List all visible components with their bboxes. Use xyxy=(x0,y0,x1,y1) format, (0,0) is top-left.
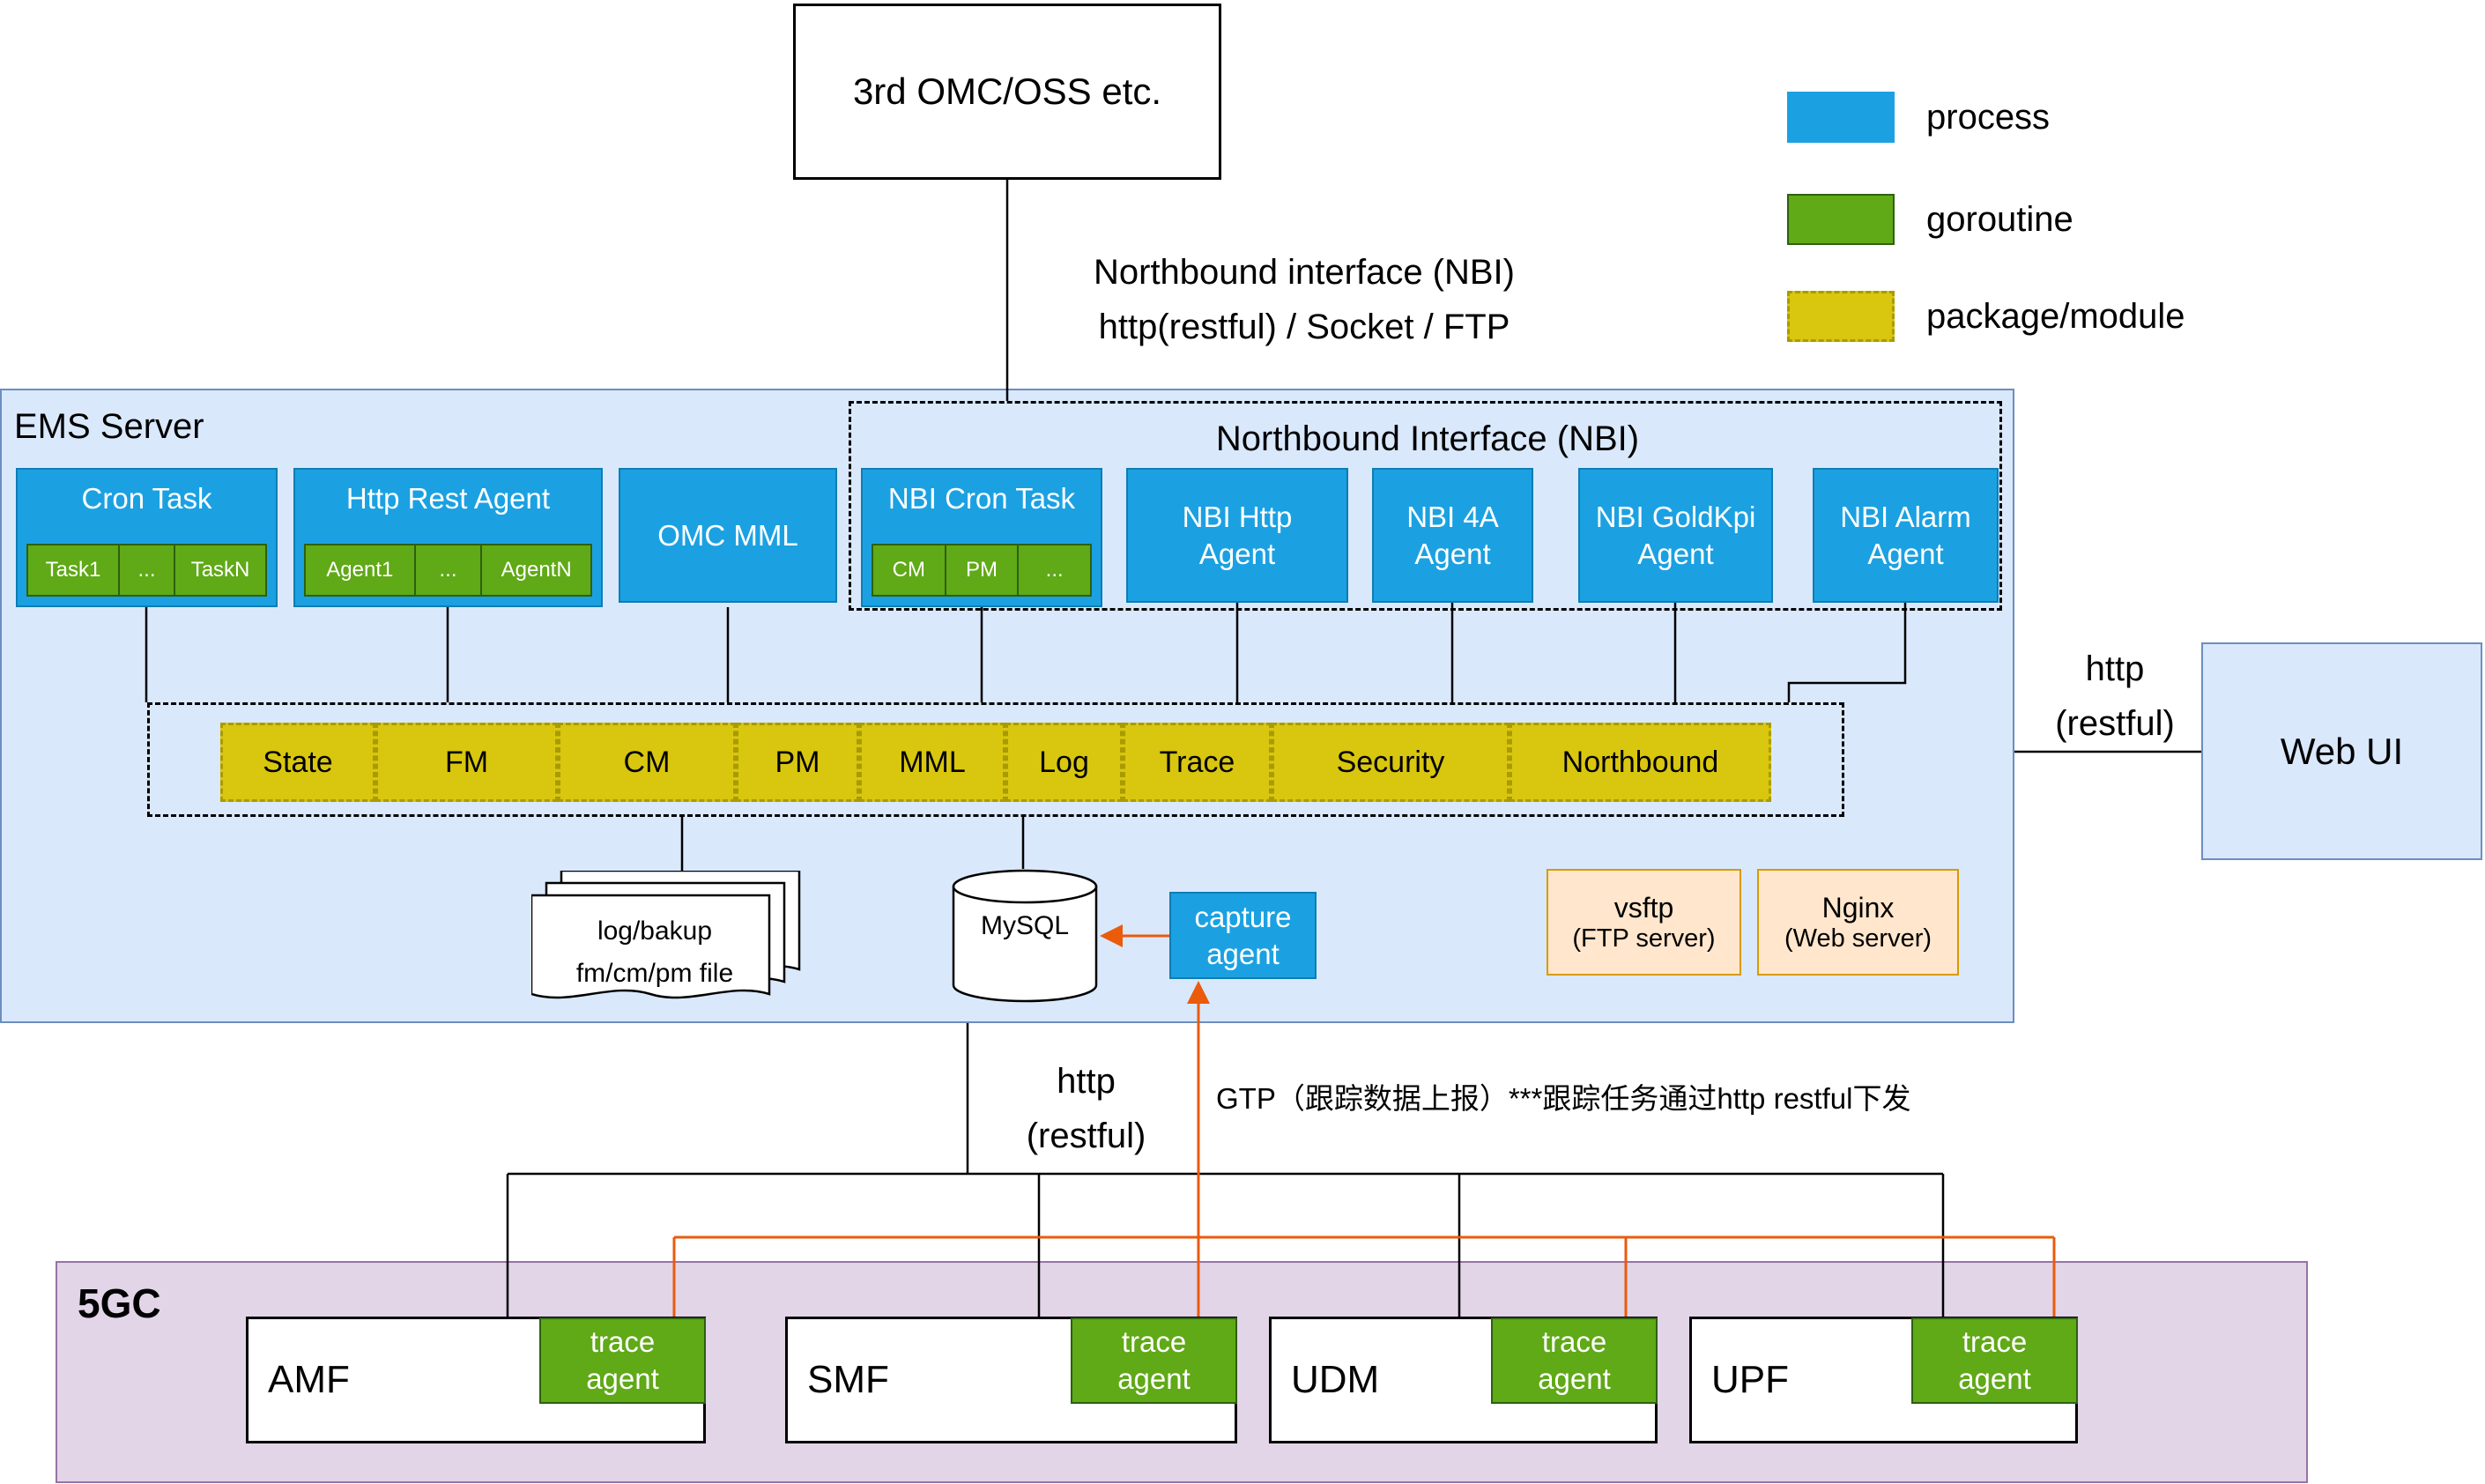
file-stack: log/bakup fm/cm/pm file xyxy=(530,869,809,1022)
upf-trace-agent-label: trace agent xyxy=(1958,1325,2031,1395)
nbi-goldkpi-agent-label: NBI GoldKpi Agent xyxy=(1595,500,1756,570)
http-rest-agent-box: Http Rest Agent Agent1 ... AgentN xyxy=(293,468,603,607)
mysql-database: MySQL xyxy=(952,869,1098,1003)
cron-task-title: Cron Task xyxy=(81,482,212,515)
amf-label: AMF xyxy=(268,1358,350,1401)
nginx-box: Nginx (Web server) xyxy=(1757,869,1959,976)
module-mml: MML xyxy=(859,723,1005,802)
vsftp-sublabel: (FTP server) xyxy=(1572,924,1716,953)
nbi-alarm-agent-box: NBI Alarm Agent xyxy=(1813,468,1999,603)
legend-package-swatch xyxy=(1787,291,1895,342)
nbi-http-agent-box: NBI Http Agent xyxy=(1126,468,1348,603)
nbi-cron-task-title: NBI Cron Task xyxy=(887,482,1076,515)
nginx-sublabel: (Web server) xyxy=(1784,924,1932,953)
nbi-4a-agent-label: NBI 4A Agent xyxy=(1406,500,1499,570)
nbi-http-agent-label: NBI Http Agent xyxy=(1182,500,1293,570)
goroutine-agent-ellipsis: ... xyxy=(413,544,483,597)
module-cm: CM xyxy=(558,723,736,802)
mysql-label: MySQL xyxy=(980,911,1070,940)
capture-agent-label: capture agent xyxy=(1194,900,1292,970)
module-fm: FM xyxy=(375,723,558,802)
module-security: Security xyxy=(1272,723,1510,802)
smf-trace-agent-label: trace agent xyxy=(1117,1325,1191,1395)
smf-label: SMF xyxy=(807,1358,889,1401)
nbi-cron-task-goroutines: CM PM ... xyxy=(872,544,1093,597)
legend-goroutine-swatch xyxy=(1787,194,1895,245)
goroutine-pm: PM xyxy=(944,544,1020,597)
http-right-line2: (restful) xyxy=(2055,704,2175,743)
udm-trace-agent-label: trace agent xyxy=(1538,1325,1611,1395)
http-right-line1: http xyxy=(2085,649,2145,688)
module-log: Log xyxy=(1005,723,1123,802)
amf-trace-agent-label: trace agent xyxy=(586,1325,659,1395)
arrowhead-to-mysql xyxy=(1100,924,1123,947)
goroutine-taskn: TaskN xyxy=(174,544,267,597)
upf-trace-agent-box: trace agent xyxy=(1911,1317,2078,1404)
arrowhead-to-capture-agent xyxy=(1187,981,1210,1004)
module-state: State xyxy=(220,723,375,802)
module-pm: PM xyxy=(736,723,859,802)
legend-process-label: process xyxy=(1926,98,2051,137)
trace-data-lines xyxy=(672,934,2056,1318)
nbi-group-box xyxy=(849,401,2002,611)
module-northbound: Northbound xyxy=(1510,723,1771,802)
cron-task-goroutines: Task1 ... TaskN xyxy=(26,544,267,597)
legend-goroutine-label: goroutine xyxy=(1926,200,2073,239)
udm-label: UDM xyxy=(1291,1358,1380,1401)
http-rest-agent-goroutines: Agent1 ... AgentN xyxy=(304,544,592,597)
goroutine-ellipsis: ... xyxy=(1017,544,1093,597)
nbi-link-annotation: Northbound interface (NBI) http(restful)… xyxy=(1013,245,1595,354)
nbi-cron-task-box: NBI Cron Task CM PM ... xyxy=(861,468,1102,607)
web-ui-label: Web UI xyxy=(2280,730,2404,772)
amf-trace-agent-box: trace agent xyxy=(539,1317,706,1404)
http-bottom-line2: (restful) xyxy=(1026,1117,1146,1155)
documents-icon xyxy=(530,869,801,999)
goroutine-agentn: AgentN xyxy=(480,544,592,597)
capture-agent-box: capture agent xyxy=(1169,892,1317,979)
nbi-alarm-agent-label: NBI Alarm Agent xyxy=(1840,500,1971,570)
vsftp-box: vsftp (FTP server) xyxy=(1547,869,1741,976)
omc-oss-label: 3rd OMC/OSS etc. xyxy=(852,70,1162,112)
module-group-box: State FM CM PM MML Log Trace Security No… xyxy=(147,702,1844,817)
goroutine-agent1: Agent1 xyxy=(304,544,416,597)
upf-label: UPF xyxy=(1711,1358,1789,1401)
file-stack-label-line1: log/bakup xyxy=(597,916,713,946)
http-rest-agent-title: Http Rest Agent xyxy=(345,482,551,515)
nbi-link-line1: Northbound interface (NBI) xyxy=(1093,253,1515,292)
goroutine-task-ellipsis: ... xyxy=(117,544,176,597)
omc-oss-box: 3rd OMC/OSS etc. xyxy=(793,4,1221,180)
http-bottom-line1: http xyxy=(1057,1062,1116,1101)
legend-package-label: package/module xyxy=(1926,297,2185,336)
nbi-goldkpi-agent-box: NBI GoldKpi Agent xyxy=(1578,468,1773,603)
goroutine-cm: CM xyxy=(872,544,946,597)
udm-trace-agent-box: trace agent xyxy=(1491,1317,1658,1404)
web-ui-box: Web UI xyxy=(2201,642,2482,860)
nginx-label: Nginx xyxy=(1821,891,1895,924)
database-cylinder-icon xyxy=(952,869,1098,1003)
nbi-4a-agent-box: NBI 4A Agent xyxy=(1372,468,1533,603)
omc-mml-label: OMC MML xyxy=(657,518,798,552)
nbi-group-title: Northbound Interface (NBI) xyxy=(1215,419,1640,458)
fivegc-title: 5GC xyxy=(78,1280,161,1326)
omc-mml-box: OMC MML xyxy=(619,468,837,603)
file-stack-label-line2: fm/cm/pm file xyxy=(575,959,734,988)
line-alarm-agent-elbow xyxy=(1787,603,1907,702)
nbi-link-line2: http(restful) / Socket / FTP xyxy=(1098,308,1510,346)
goroutine-task1: Task1 xyxy=(26,544,120,597)
cron-task-box: Cron Task Task1 ... TaskN xyxy=(16,468,278,607)
http-restful-bottom-annotation: http (restful) xyxy=(991,1054,1181,1163)
http-restful-right-annotation: http (restful) xyxy=(2027,642,2203,751)
smf-trace-agent-box: trace agent xyxy=(1071,1317,1237,1404)
legend-process-swatch xyxy=(1787,92,1895,143)
module-trace: Trace xyxy=(1123,723,1272,802)
gtp-annotation: GTP（跟踪数据上报）***跟踪任务通过http restful下发 xyxy=(1216,1082,1911,1115)
vsftp-label: vsftp xyxy=(1613,891,1674,924)
ems-server-title: EMS Server xyxy=(14,407,204,446)
